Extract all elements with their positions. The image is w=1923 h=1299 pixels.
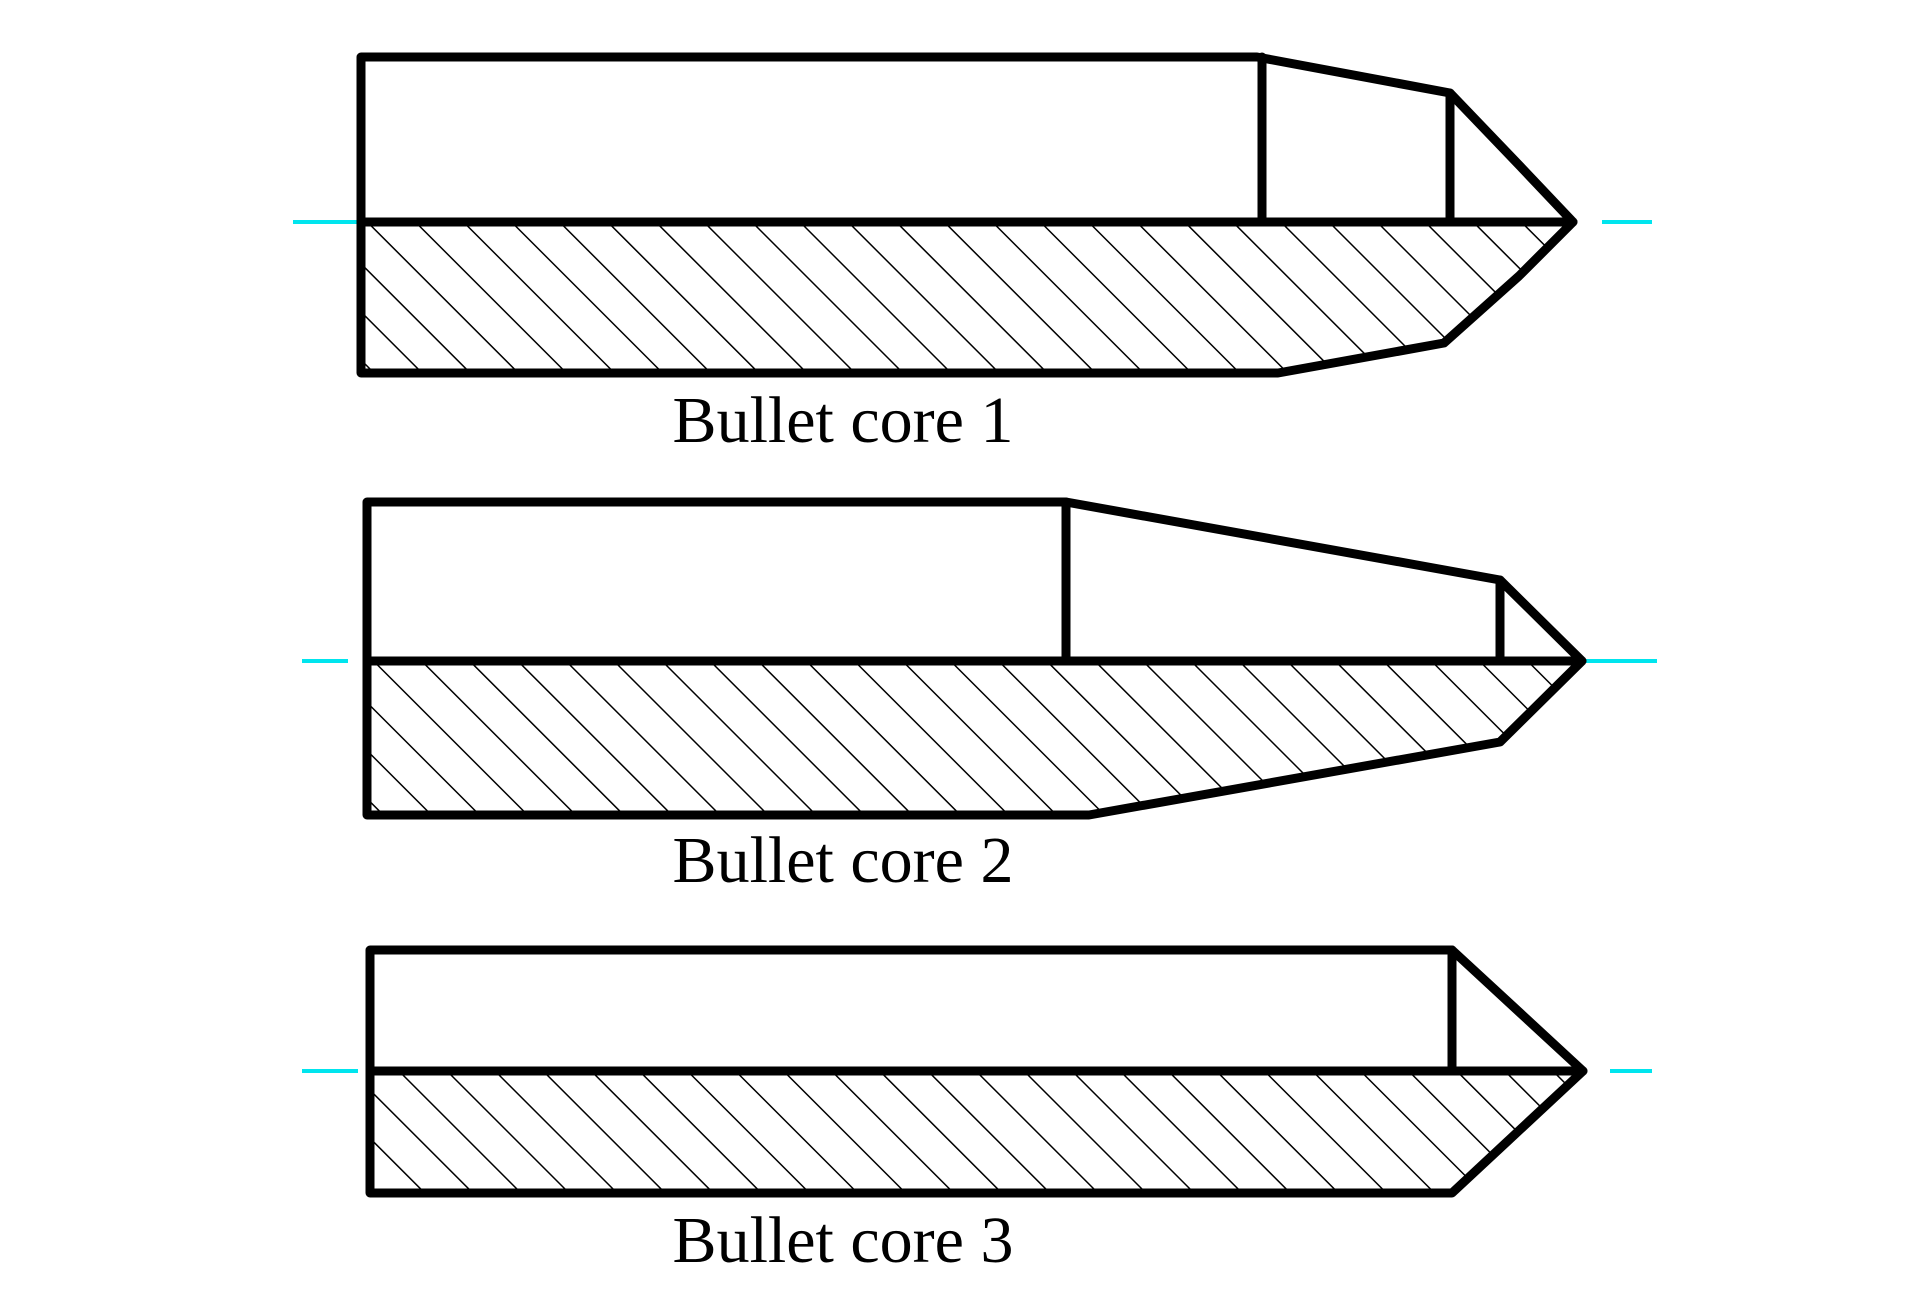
core-2-label: Bullet core 2 (673, 824, 1014, 897)
bullet-core-3: Bullet core 3 (302, 945, 1652, 1277)
bullet-core-2: Bullet core 2 (302, 497, 1657, 897)
core-1-label: Bullet core 1 (673, 384, 1014, 457)
bullet-core-1: Bullet core 1 (293, 52, 1652, 457)
core-2-hatched-section (367, 661, 1582, 815)
core-1-hatched-section (361, 222, 1573, 373)
core-3-label: Bullet core 3 (673, 1204, 1014, 1277)
core-2-outline (362, 497, 1587, 820)
core-3-hatched-section (370, 1071, 1583, 1193)
core-3-outline (365, 945, 1588, 1198)
core-1-outline (356, 52, 1578, 378)
